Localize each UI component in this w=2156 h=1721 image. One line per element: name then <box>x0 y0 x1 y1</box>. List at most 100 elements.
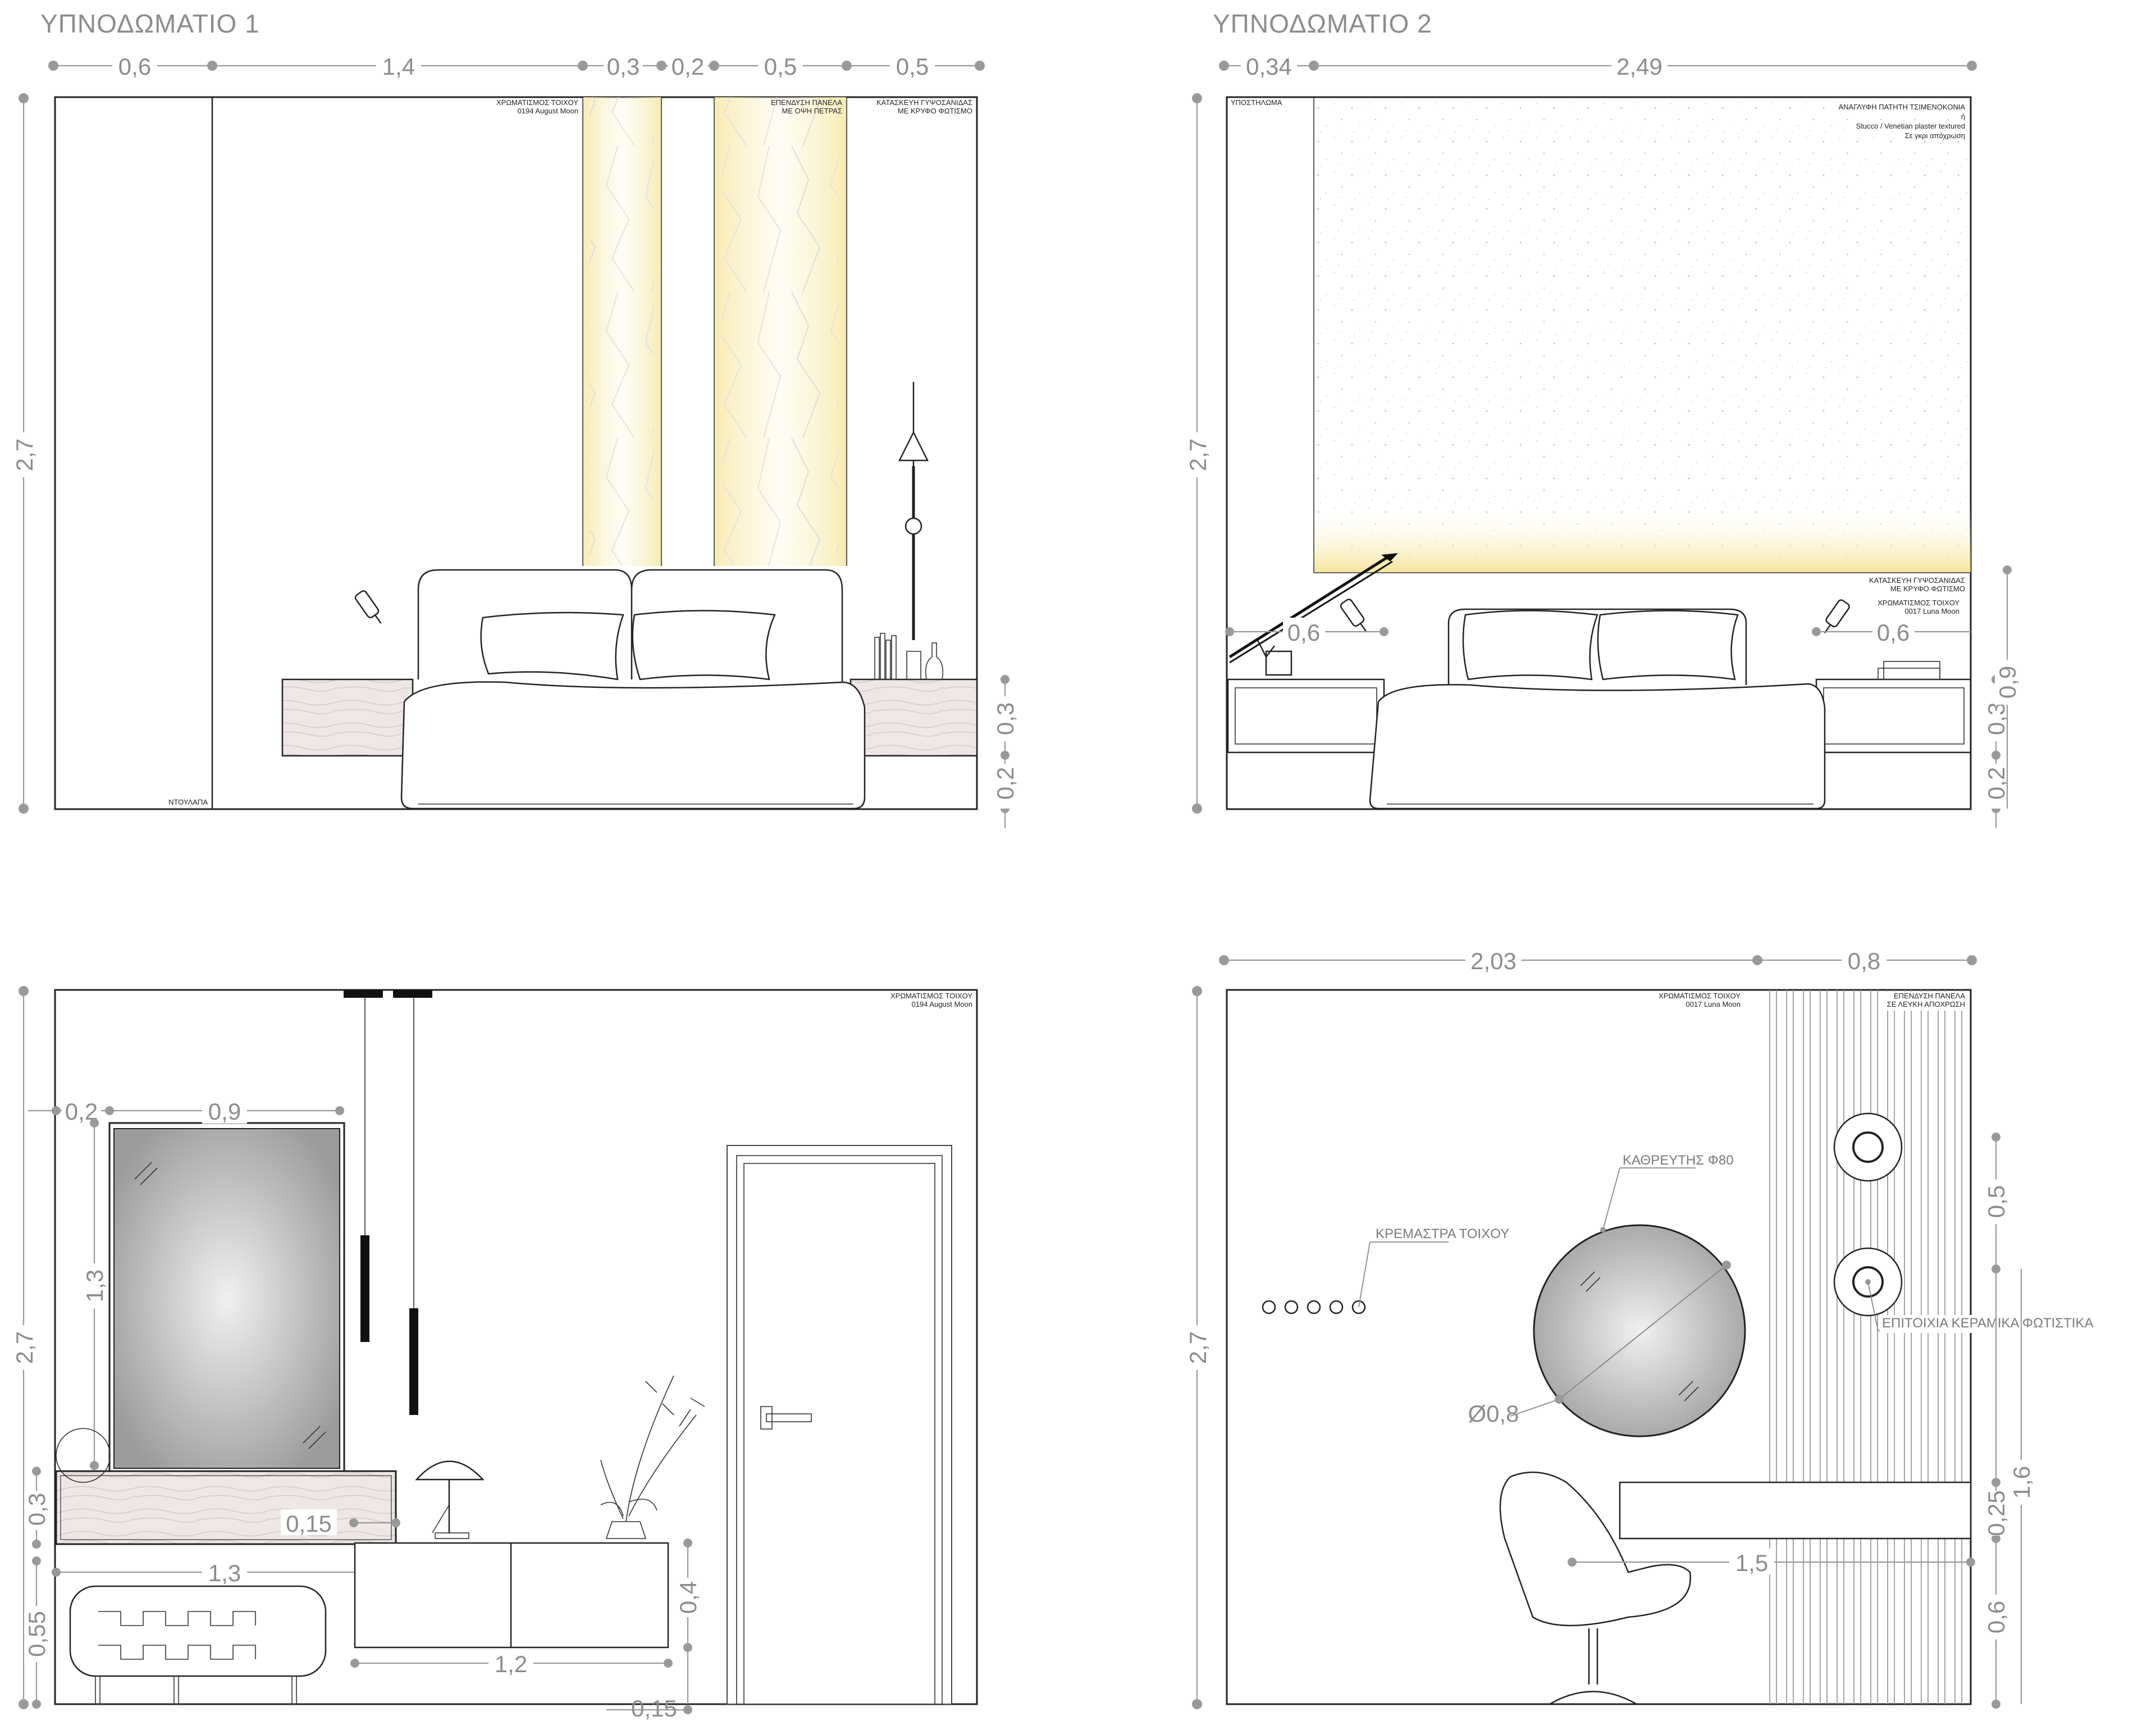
bench-dimensions: 1,3 0,55 <box>24 1556 400 1709</box>
dim-desk-thickness: 0,25 <box>1983 1490 2009 1536</box>
height-dimension: 2,7 <box>10 93 38 814</box>
right-dimension-chain: 0,3 0,2 <box>992 675 1018 828</box>
nightstand-left <box>281 678 414 757</box>
right-dimension-chain: 0,5 0,25 0,6 1,6 <box>1983 1133 2035 1709</box>
ceramic-wall-light-1 <box>1833 1112 1903 1182</box>
dim-left-strip: 0,34 <box>1246 53 1292 80</box>
note-panel-2: ΣΕ ΛΕΥΚΗ ΑΠΟΧΡΩΣΗ <box>1887 1000 1965 1008</box>
table-lamp <box>415 1460 485 1539</box>
panel-bedroom2-elevation: 0,34 2,49 2,7 ΥΠΟΣΤΗΛΩΜΑ ΑΝΑΓΛΥΦΗ ΠΑΤΗΤΗ… <box>1184 52 2021 828</box>
panel-bedroom1-side-elevation: 2,7 ΧΡΩΜΑΤΙΣΜΟΣ ΤΟΙΧΟΥ 0194 August Moon <box>10 986 978 1721</box>
dim-desk-width: 1,5 <box>1735 1550 1768 1576</box>
pendant-lights <box>344 990 432 1415</box>
decorative-plant <box>600 1375 705 1539</box>
dim-bench-width: 1,3 <box>208 1560 241 1586</box>
swivel-chair <box>1499 1471 1692 1705</box>
bedroom1-title: ΥΠΝΟΔΩΜΑΤΙΟ 1 <box>40 9 260 38</box>
dim-nightstand-elevation: 0,2 <box>992 767 1018 800</box>
dim-light-slot-1: 0,3 <box>607 53 640 80</box>
dim-nightstand-left: 0,6 <box>1287 619 1320 646</box>
dim-mirror-height: 1,3 <box>81 1270 108 1302</box>
mirror-label: ΚΑΘΡΕΥΤΗΣ Φ80 <box>1600 1153 1734 1232</box>
label-wall-lights: ΕΠΙΤΟΙΧΙΑ ΚΕΡΑΜΙΚΑ ΦΩΤΙΣΤΙΚΑ <box>1882 1316 2093 1331</box>
shelf-dimensions: 0,3 0,15 <box>24 1467 400 1549</box>
right-dimension-chain: 0,3 0,2 0,9 <box>1983 565 2021 828</box>
slatted-panel <box>1763 990 1971 1704</box>
dim-height: 2,7 <box>1185 1331 1211 1364</box>
door <box>727 1145 952 1705</box>
note-wall-paint-2: 0017 Luna Moon <box>1904 607 1959 615</box>
wall-sconce-left <box>1340 599 1367 632</box>
dim-floor-gap: 0,15 <box>631 1695 677 1721</box>
note-plaster-1: ΑΝΑΓΛΥΦΗ ΠΑΤΗΤΗ ΤΣΙΜΕΝΟΚΟΝΙΑ <box>1838 103 1965 111</box>
note-wall-paint-1: ΧΡΩΜΑΤΙΣΜΟΣ ΤΟΙΧΟΥ <box>1659 992 1741 1000</box>
dim-plaster-width: 2,49 <box>1616 53 1662 80</box>
label-mirror: ΚΑΘΡΕΥΤΗΣ Φ80 <box>1623 1153 1734 1168</box>
dim-desk-elevation: 0,6 <box>1983 1601 2009 1633</box>
dim-wardrobe-width: 0,6 <box>118 53 151 80</box>
mirror <box>108 1122 345 1475</box>
top-dimension-chain: 2,03 0,8 <box>1219 946 1977 974</box>
bed <box>1369 608 1826 810</box>
floor-lamp <box>898 382 929 640</box>
note-wall-paint-1: ΧΡΩΜΑΤΙΣΜΟΣ ΤΟΙΧΟΥ <box>1878 599 1959 607</box>
dim-height: 2,7 <box>1185 439 1211 471</box>
dim-light-elevation: 1,6 <box>2008 1466 2035 1499</box>
nightstand-right <box>1815 661 1972 754</box>
top-dimension-chain: 0,34 2,49 <box>1219 52 1977 80</box>
nightstand-left <box>1227 678 1385 754</box>
note-drywall-1: ΚΑΤΑΣΚΕΥΗ ΓΥΨΟΣΑΝΙΔΑΣ <box>876 98 972 107</box>
wall-hooks: ΚΡΕΜΑΣΤΡΑ ΤΟΙΧΟΥ <box>1262 1226 1509 1314</box>
note-wall-paint-2: 0194 August Moon <box>518 107 578 115</box>
note-wall-paint-2: 0017 Luna Moon <box>1685 1000 1741 1008</box>
bedroom2-title: ΥΠΝΟΔΩΜΑΤΙΟ 2 <box>1213 9 1432 38</box>
plaster-panel <box>1314 97 1971 573</box>
floating-desk <box>1619 1481 1972 1540</box>
note-panel-2: ΜΕ ΟΨΗ ΠΕΤΡΑΣ <box>782 107 843 115</box>
arm-lamp <box>1228 553 1398 676</box>
dim-panel-gap: 0,2 <box>672 53 704 80</box>
dim-height: 2,7 <box>11 1331 38 1364</box>
decor-sphere <box>56 1428 111 1483</box>
dim-light-height: 0,9 <box>1994 666 2021 699</box>
dim-shelf-gap: 0,15 <box>286 1510 332 1537</box>
note-wardrobe: ΝΤΟΥΛΑΠΑ <box>168 798 208 806</box>
wall-shelf <box>55 1470 397 1545</box>
bed <box>400 569 866 810</box>
panel-bedroom2-side-elevation: 2,03 0,8 2,7 ΧΡΩΜΑΤΙΣΜΟΣ ΤΟΙΧΟΥ 0017 Lun… <box>1184 946 2127 1709</box>
note-wall-paint-1: ΧΡΩΜΑΤΙΣΜΟΣ ΤΟΙΧΟΥ <box>496 98 578 107</box>
height-dimension: 2,7 <box>1184 986 1211 1709</box>
note-drywall-1: ΚΑΤΑΣΚΕΥΗ ΓΥΨΟΣΑΝΙΔΑΣ <box>1869 576 1965 585</box>
dim-panel-width: 0,8 <box>1848 948 1880 974</box>
dim-height: 2,7 <box>11 439 38 471</box>
label-hooks: ΚΡΕΜΑΣΤΡΑ ΤΟΙΧΟΥ <box>1376 1226 1509 1241</box>
note-plaster-4: Σε γκρι απόχρωση <box>1905 131 1965 140</box>
note-ceiling: ΥΠΟΣΤΗΛΩΜΑ <box>1231 98 1282 107</box>
dim-nightstand-elevation: 0,2 <box>1983 767 2009 800</box>
dim-mirror-diameter: Ø0,8 <box>1468 1400 1519 1427</box>
nightstand-dimensions: 0,6 0,6 <box>1225 618 1971 646</box>
panel-bedroom1-elevation: 0,6 1,4 0,3 0,2 0,5 0,5 2,7 ΧΡΩΜΑΤΙΣΜΟΣ … <box>10 52 1018 828</box>
top-dimension-chain: 0,6 1,4 0,3 0,2 0,5 0,5 <box>48 52 985 80</box>
note-panel-1: ΕΠΕΝΔΥΣΗ ΠΑΝΕΛΑ <box>1894 992 1965 1000</box>
dim-nightstand-height: 0,3 <box>992 702 1018 735</box>
dim-bench-height: 0,55 <box>24 1611 50 1657</box>
note-drywall-2: ΜΕ ΚΡΥΦΟ ΦΩΤΙΣΜΟ <box>898 107 972 115</box>
note-panel-1: ΕΠΕΝΔΥΣΗ ΠΑΝΕΛΑ <box>771 98 842 107</box>
mirror-dimensions: 0,2 0,9 1,3 <box>28 1098 344 1470</box>
upholstered-bench <box>69 1585 327 1705</box>
desk-dimension: 1,5 <box>1568 1549 1975 1576</box>
dim-mirror-width: 0,9 <box>208 1098 241 1125</box>
note-drywall-2: ΜΕ ΚΡΥΦΟ ΦΩΤΙΣΜΟ <box>1890 585 1965 593</box>
dim-wall-width: 1,4 <box>382 53 415 80</box>
dim-right-section: 0,5 <box>896 53 929 80</box>
height-dimension: 2,7 <box>10 986 38 1709</box>
round-mirror <box>1533 1224 1746 1437</box>
nightstand-right <box>849 678 978 757</box>
note-wall-paint-1: ΧΡΩΜΑΤΙΣΜΟΣ ΤΟΙΧΟΥ <box>890 992 972 1000</box>
dim-wall-width: 2,03 <box>1470 948 1516 974</box>
wall-sconce <box>354 590 382 624</box>
note-plaster-3: Stucco / Venetian plaster textured <box>1856 122 1965 130</box>
dim-light-spacing: 0,5 <box>1983 1185 2009 1218</box>
